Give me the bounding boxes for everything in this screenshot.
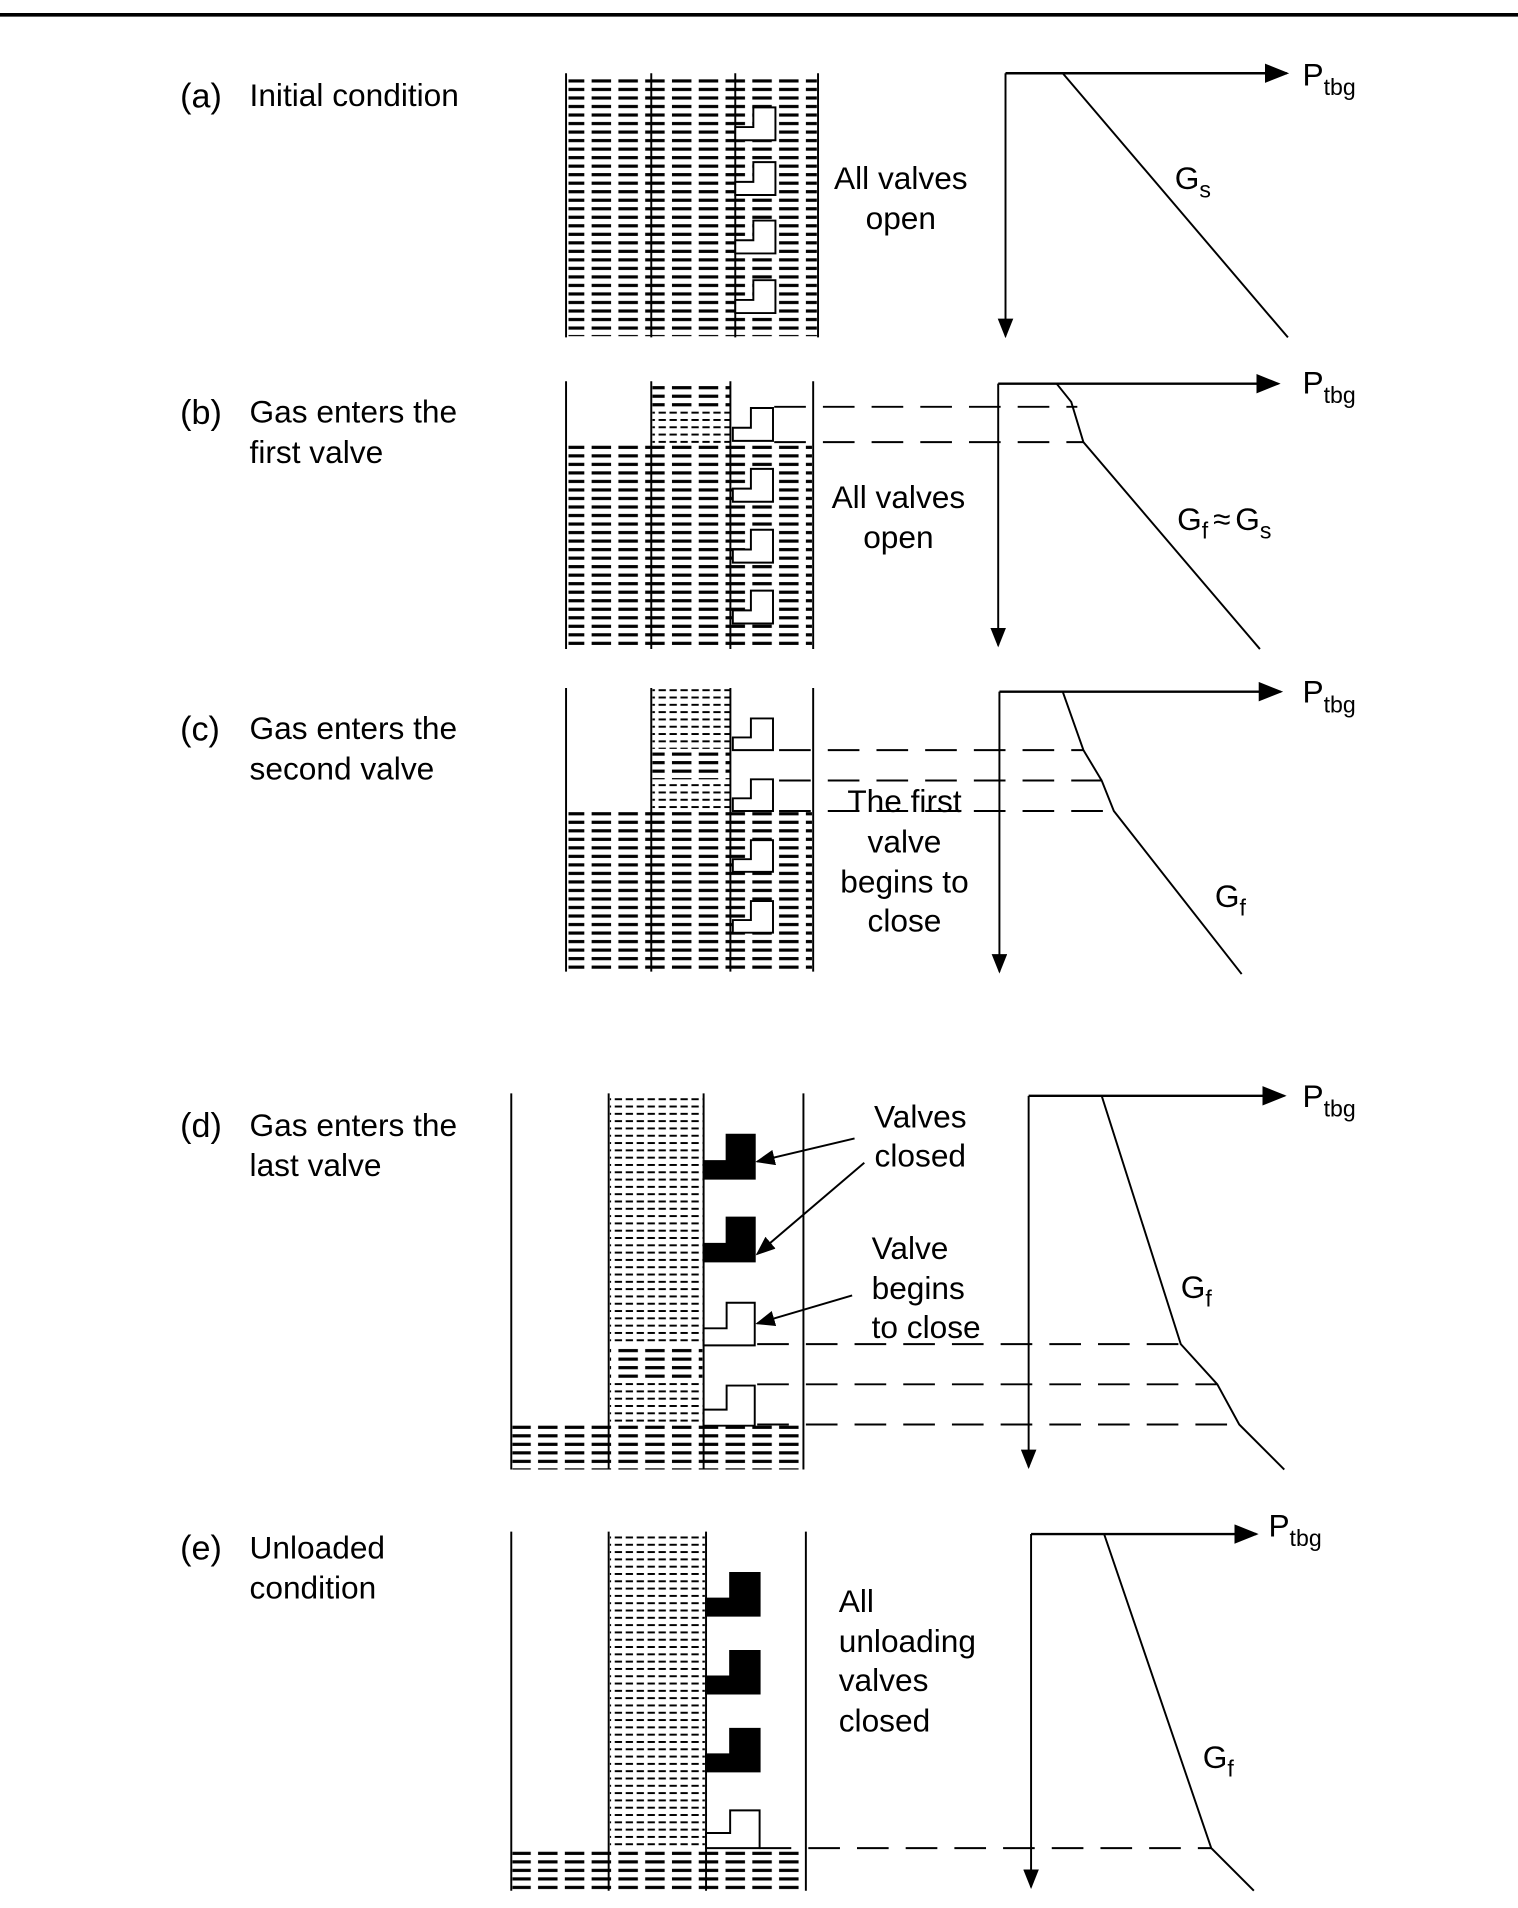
liquid-fill bbox=[609, 1345, 703, 1382]
pressure-gradient-line bbox=[1100, 1095, 1285, 1471]
gradient-label: Gf bbox=[1181, 1269, 1213, 1312]
gas-fill bbox=[609, 1093, 703, 1346]
open-valve-icon bbox=[731, 528, 774, 564]
gas-fill bbox=[652, 408, 731, 445]
panel-title: Gas enters the bbox=[250, 710, 458, 746]
pressure-gradient-line bbox=[1103, 1533, 1255, 1892]
liquid-fill bbox=[568, 75, 817, 337]
gradient-label: Gf bbox=[1203, 1739, 1235, 1782]
well-note: close bbox=[868, 902, 942, 938]
axis-label-ptbg: Ptbg bbox=[1303, 1078, 1356, 1122]
panel-title: Unloaded bbox=[250, 1529, 385, 1565]
panel-title: Initial condition bbox=[250, 77, 459, 113]
closed-valve-icon bbox=[702, 1216, 756, 1263]
pressure-gradient-line bbox=[1055, 383, 1261, 650]
axis-label-ptbg: Ptbg bbox=[1303, 674, 1356, 718]
panel-letter: (a) bbox=[180, 77, 222, 115]
open-valve-icon bbox=[734, 106, 777, 142]
panel-c: (c) Gas enters the second valve The firs… bbox=[180, 710, 1246, 938]
well-note: All bbox=[839, 1583, 874, 1619]
open-valve-icon bbox=[731, 407, 774, 442]
well-note: open bbox=[866, 200, 936, 236]
panel-d: (d) Gas enters the last valve Valves clo… bbox=[180, 1098, 1212, 1345]
liquid-fill bbox=[512, 1424, 803, 1470]
gradient-label: Gs bbox=[1175, 160, 1211, 203]
axis-label-ptbg: Ptbg bbox=[1268, 1507, 1321, 1551]
well-note: The first bbox=[847, 783, 961, 819]
panel-letter: (c) bbox=[180, 710, 220, 748]
gradient-label: Gf bbox=[1215, 878, 1247, 921]
open-valve-icon bbox=[702, 1301, 756, 1347]
closed-valve-icon bbox=[705, 1727, 761, 1773]
gas-fill bbox=[609, 1381, 703, 1425]
panel-title: Gas enters the bbox=[250, 1107, 458, 1143]
open-valve-icon bbox=[731, 778, 774, 812]
well-note: All valves bbox=[834, 160, 968, 196]
liquid-fill bbox=[568, 809, 812, 972]
open-valve-icon bbox=[731, 467, 774, 503]
open-valve-icon bbox=[731, 717, 774, 752]
panel-title: last valve bbox=[250, 1147, 382, 1183]
well-note: All valves bbox=[832, 479, 966, 515]
open-valve-icon bbox=[731, 900, 774, 934]
well-note: valves bbox=[839, 1662, 929, 1698]
pointer-arrow bbox=[755, 1137, 855, 1166]
closed-valve-icon bbox=[702, 1133, 756, 1180]
pressure-gradient-line bbox=[1061, 72, 1289, 339]
open-valve-icon bbox=[702, 1384, 756, 1427]
well-note: Valve bbox=[872, 1230, 949, 1266]
panel-letter: (e) bbox=[180, 1530, 222, 1568]
liquid-fill bbox=[652, 381, 731, 409]
well-note: begins bbox=[872, 1270, 965, 1306]
panel-letter: (d) bbox=[180, 1107, 222, 1145]
liquid-fill bbox=[512, 1848, 805, 1891]
open-valve-icon bbox=[705, 1809, 761, 1850]
pointer-arrow bbox=[755, 1294, 853, 1326]
panel-title: condition bbox=[250, 1570, 377, 1606]
panel-b: (b) Gas enters the first valve All valve… bbox=[180, 394, 1271, 555]
gradient-label: Gf≈Gs bbox=[1177, 501, 1271, 544]
open-valve-icon bbox=[731, 839, 774, 873]
well-note: closed bbox=[839, 1702, 930, 1738]
panel-title: second valve bbox=[250, 750, 435, 786]
panel-title: first valve bbox=[250, 434, 384, 470]
axis-label-ptbg: Ptbg bbox=[1303, 56, 1356, 100]
panel-title: Gas enters the bbox=[250, 394, 458, 430]
pressure-gradient-line bbox=[1061, 691, 1243, 975]
axis-label-ptbg: Ptbg bbox=[1303, 364, 1356, 408]
well-note: unloading bbox=[839, 1623, 976, 1659]
well-note: Valves bbox=[874, 1098, 967, 1134]
gas-fill bbox=[609, 1531, 705, 1849]
closed-valve-icon bbox=[705, 1649, 761, 1695]
liquid-fill bbox=[652, 748, 731, 780]
well-note: valve bbox=[868, 823, 942, 859]
panel-letter: (b) bbox=[180, 394, 222, 432]
open-valve-icon bbox=[734, 279, 777, 315]
open-valve-icon bbox=[734, 219, 777, 255]
liquid-fill bbox=[568, 444, 812, 650]
closed-valve-icon bbox=[705, 1572, 761, 1617]
gas-fill bbox=[652, 779, 731, 810]
open-valve-icon bbox=[731, 589, 774, 625]
well-note: to close bbox=[872, 1309, 981, 1345]
pointer-arrow bbox=[755, 1162, 865, 1256]
panel-e: (e) Unloaded condition All unloading val… bbox=[180, 1529, 1234, 1781]
gas-fill bbox=[652, 688, 731, 749]
well-note: begins to bbox=[840, 864, 968, 900]
well-note: closed bbox=[875, 1137, 966, 1173]
well-note: open bbox=[863, 519, 933, 555]
open-valve-icon bbox=[734, 161, 777, 196]
panel-a: (a) Initial condition All valves open Gs bbox=[180, 77, 1211, 236]
